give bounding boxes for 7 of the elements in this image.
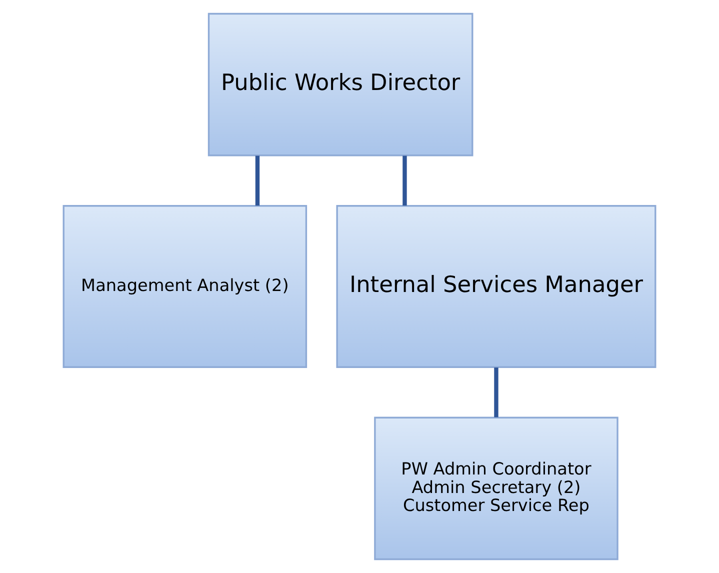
connector [402,156,407,206]
connector [255,156,260,206]
connector [494,367,498,418]
node-box: Public Works Director [208,12,474,156]
node-box: Management Analyst (2) [62,205,308,368]
node-box: PW Admin Coordinator Admin Secretary (2) Customer Service Rep [374,416,618,560]
node-box: Internal Services Manager [336,205,656,368]
